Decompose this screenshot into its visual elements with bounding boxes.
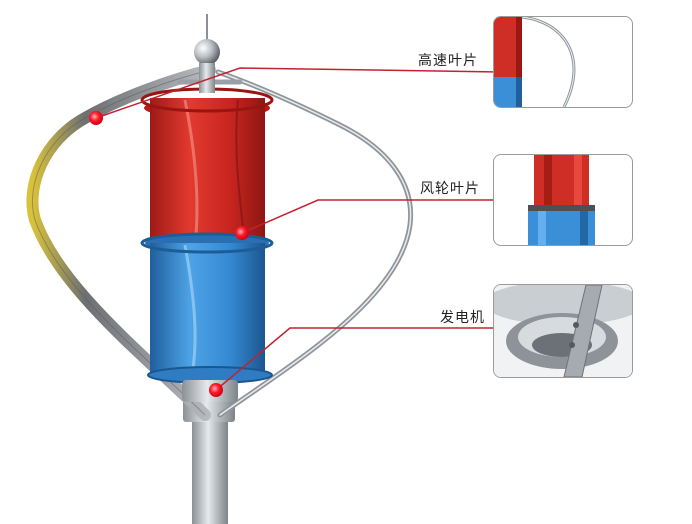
inset-generator: [493, 284, 633, 378]
turbine-pole: [192, 418, 228, 524]
rotor-blade-cylinder: [150, 243, 265, 375]
leader-line-generator: [215, 327, 496, 391]
inset-high-speed-blade: [493, 16, 633, 108]
marker-dot-rotor: [235, 226, 249, 240]
inset-rotor-blade: [493, 154, 633, 246]
label-generator: 发电机: [440, 310, 485, 326]
leader-line-rotor: [241, 199, 498, 234]
marker-dot-high-speed: [89, 111, 103, 125]
leader-line-high-speed: [95, 67, 501, 119]
marker-dot-generator: [209, 383, 223, 397]
blue-cylinder-top-flange: [140, 232, 274, 254]
label-high-speed-blade: 高速叶片: [418, 53, 478, 69]
top-ball-cap: [194, 39, 220, 65]
label-rotor-blade: 风轮叶片: [420, 181, 480, 197]
high-speed-blade-cylinder: [150, 98, 265, 246]
